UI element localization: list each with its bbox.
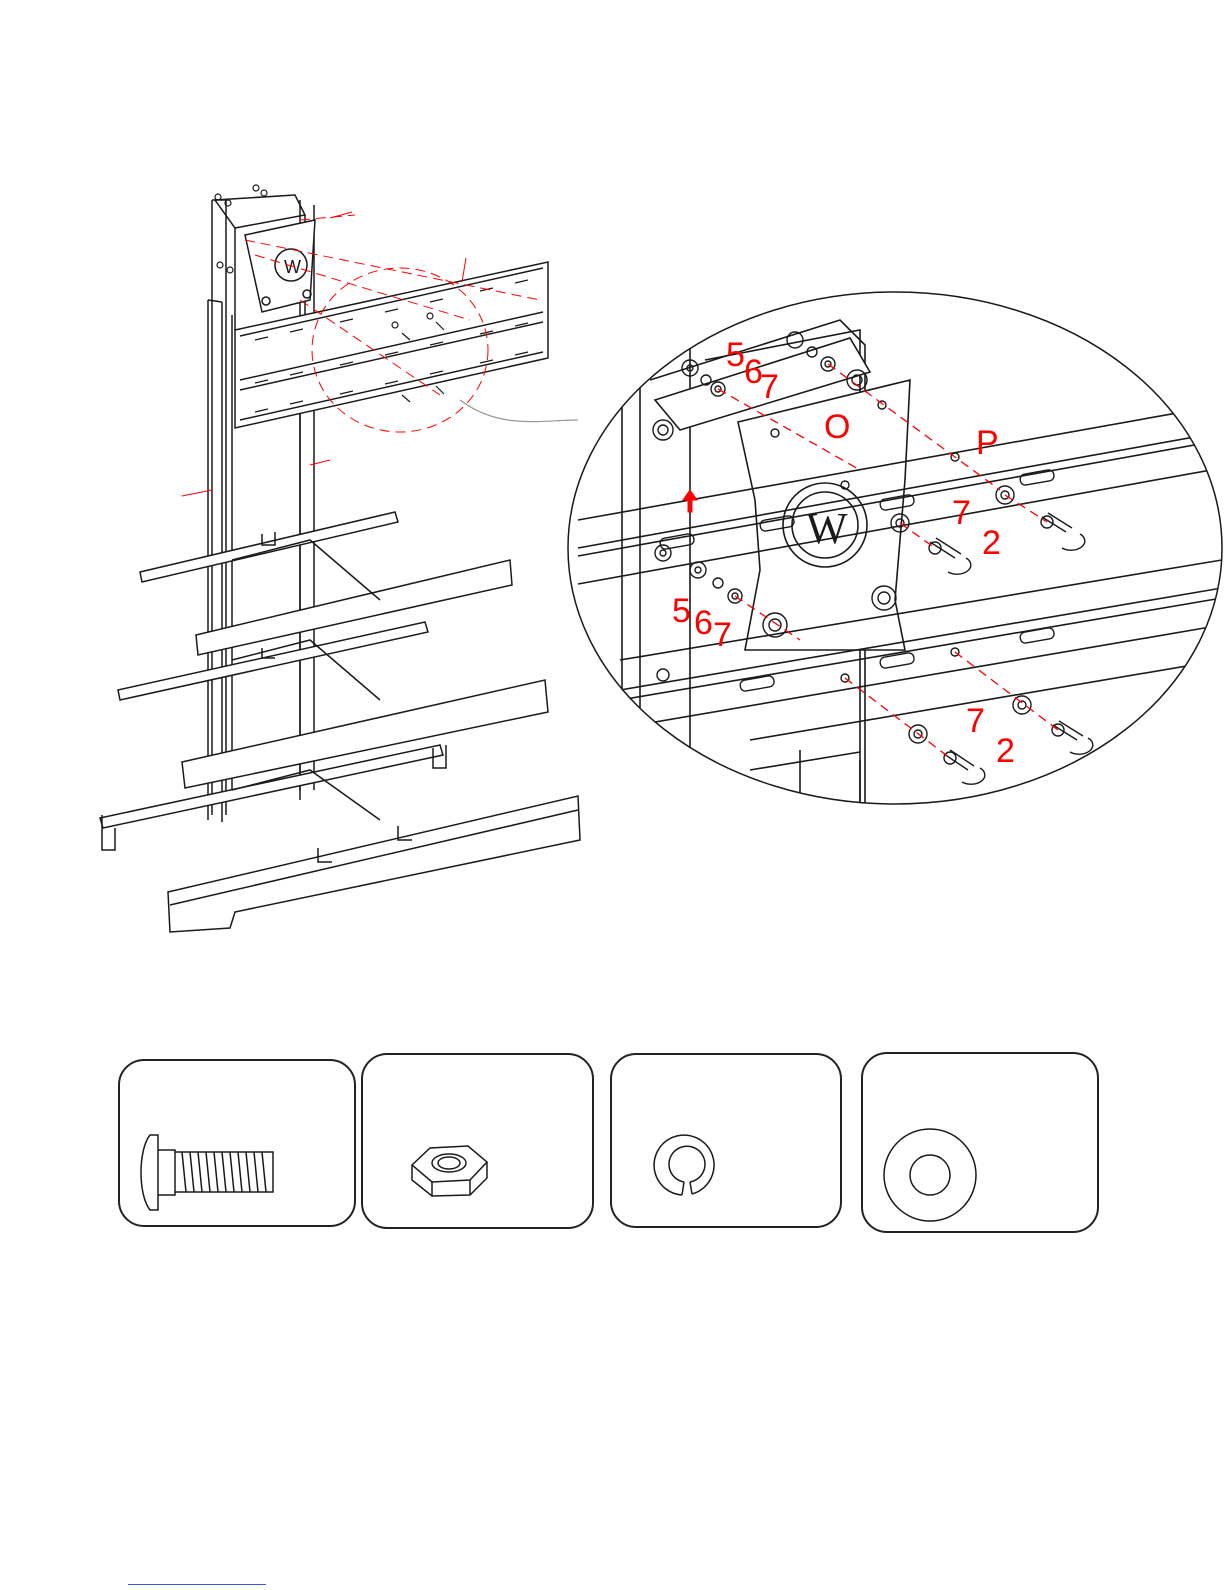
callout-label-6: 6	[694, 606, 713, 640]
logo-mark-small: W	[284, 257, 301, 277]
hardware-card-spring-washer	[610, 1053, 842, 1228]
callout-label-5: 5	[672, 594, 691, 628]
callout-label-O: O	[824, 410, 850, 444]
callout-label-5: 5	[726, 338, 745, 372]
callout-label-7: 7	[966, 704, 985, 738]
hardware-card-nut	[361, 1053, 594, 1229]
callout-label-2: 2	[982, 526, 1001, 560]
stand-overview: W	[100, 185, 580, 932]
callout-label-2: 2	[996, 734, 1015, 768]
hardware-card-flat-washer	[861, 1052, 1099, 1233]
magnified-detail: W	[568, 292, 1222, 900]
callout-label-7: 7	[952, 496, 971, 530]
callout-label-P: P	[976, 426, 999, 460]
hardware-card-bolt	[118, 1059, 356, 1227]
callout-label-7: 7	[760, 370, 779, 404]
callout-leader	[460, 400, 578, 422]
callout-label-7: 7	[713, 618, 732, 652]
